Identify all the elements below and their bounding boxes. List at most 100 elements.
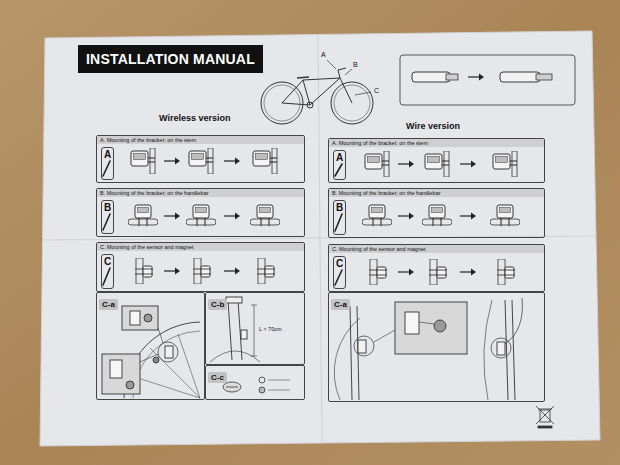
step-illustration-part xyxy=(369,259,387,285)
step-heading: A. Mounting of the bracket: on the stem xyxy=(97,136,304,144)
detail-tag: C-b xyxy=(208,299,227,310)
step-letter-box: C xyxy=(333,256,346,289)
step-letter-box: C xyxy=(101,254,114,289)
step-illustration-part xyxy=(164,158,180,165)
wired-sensor-drawing-part xyxy=(434,320,446,332)
wheel-sensor-drawing-part xyxy=(153,357,159,363)
step-illustration-part xyxy=(193,258,211,284)
step-letter-box: B xyxy=(333,200,346,235)
bicycle-drawing-part xyxy=(297,77,309,78)
step-illustration-part xyxy=(460,269,476,276)
wired-sensor-drawing-part xyxy=(505,300,508,400)
fork-length-drawing-part xyxy=(251,356,257,357)
wired-sensor-drawing-part xyxy=(358,340,366,353)
step-heading: B. Mounting of the bracket: on the handl… xyxy=(97,189,304,197)
fork-length-drawing-part xyxy=(254,305,255,356)
detail-panel: C-a xyxy=(328,292,545,402)
letter-tool-stick xyxy=(103,161,342,285)
detail-tag: C-a xyxy=(99,299,118,310)
bracket-detail-box-part xyxy=(536,74,552,80)
recycle-bin-symbol xyxy=(536,406,554,428)
part-letter: B xyxy=(352,61,359,68)
step-illustration-part xyxy=(398,269,414,276)
fork-length-drawing-part xyxy=(251,305,257,306)
bicycle-drawing-part xyxy=(340,78,352,103)
letter-tool-stick-part xyxy=(103,214,110,230)
part-letter: C xyxy=(373,87,380,94)
detail-panel: C-a xyxy=(96,292,205,400)
wheel-sensor-drawing-part xyxy=(138,378,200,398)
leader-line-part xyxy=(355,92,371,95)
step-letter: B xyxy=(334,201,345,214)
step-illustration-part xyxy=(365,151,389,177)
step-letter: B xyxy=(102,201,113,214)
step-panel: A. Mounting of the bracket: on the stemA xyxy=(96,135,305,183)
step-letter-box: B xyxy=(101,200,114,234)
step-panel: C. Mounting of the sensor and magnetC xyxy=(328,244,545,292)
step-illustration-part xyxy=(128,205,158,226)
wired-sensor-drawing-part xyxy=(512,300,515,400)
step-illustration-part xyxy=(460,161,476,168)
step-illustration-part xyxy=(164,213,180,220)
part-letter: A xyxy=(320,51,327,58)
section-heading: Wire version xyxy=(405,121,461,131)
dimension-label: L < 70cm xyxy=(258,326,283,332)
wheel-sensor-drawing-part xyxy=(150,348,200,398)
step-illustration-part xyxy=(398,161,414,168)
bicycle-drawing xyxy=(261,68,373,124)
battery-cap-drawing-part xyxy=(259,387,265,393)
step-illustration-part xyxy=(493,151,517,177)
bicycle-drawing-part xyxy=(338,68,346,78)
wheel-sensor-drawing-part xyxy=(158,328,163,343)
step-panel: B. Mounting of the bracket: on the handl… xyxy=(328,188,545,238)
step-illustration-part xyxy=(425,151,449,177)
wheel-sensor-drawing-part xyxy=(140,354,158,362)
wired-sensor-drawing-part xyxy=(505,298,522,344)
step-letter: A xyxy=(102,148,113,161)
letter-tool-stick-part xyxy=(335,164,342,176)
step-illustration xyxy=(128,148,520,285)
wheel-sensor-drawing-part xyxy=(102,354,140,394)
step-illustration-part xyxy=(257,258,275,284)
battery-cap-drawing-part xyxy=(226,387,238,388)
step-letter: C xyxy=(102,255,113,268)
recycle-bin-symbol-part xyxy=(536,406,554,424)
step-heading: B. Mounting of the bracket: on the handl… xyxy=(329,189,544,197)
letter-tool-stick-part xyxy=(335,214,342,231)
recycle-bin-symbol-part xyxy=(538,426,552,428)
wheel-sensor-drawing xyxy=(102,306,200,398)
section-heading: Wireless version xyxy=(158,113,231,123)
wired-sensor-drawing xyxy=(334,298,522,400)
bracket-detail-box-part xyxy=(446,74,458,80)
bicycle-drawing-part xyxy=(282,80,310,105)
step-illustration-part xyxy=(186,205,216,226)
step-heading: C. Mounting of the sensor and magnet xyxy=(97,243,304,251)
step-illustration-part xyxy=(224,213,240,220)
step-letter: A xyxy=(334,151,345,164)
step-illustration-part xyxy=(189,148,213,174)
step-illustration-part xyxy=(429,259,447,285)
leader-line-part xyxy=(345,69,352,75)
step-illustration-part xyxy=(250,205,280,226)
detail-tag: C-a xyxy=(331,299,350,310)
wheel-sensor-drawing-part xyxy=(133,331,200,398)
battery-cap-drawing-part xyxy=(223,382,241,392)
wired-sensor-drawing-part xyxy=(374,330,395,342)
manual-title: INSTALLATION MANUAL xyxy=(78,45,263,73)
step-letter-box: A xyxy=(101,147,114,180)
letter-tool-stick-part xyxy=(103,161,110,176)
wired-sensor-drawing-part xyxy=(484,300,492,400)
step-illustration-part xyxy=(253,148,277,174)
recycle-bin-symbol-part xyxy=(536,406,554,424)
detail-tag: C-c xyxy=(208,372,227,383)
wheel-sensor-drawing-part xyxy=(122,306,158,330)
wired-sensor-drawing-part xyxy=(497,342,505,355)
step-illustration-part xyxy=(164,268,180,275)
wheel-sensor-drawing-part xyxy=(144,314,152,322)
step-illustration-part xyxy=(490,205,520,226)
wired-sensor-drawing-part xyxy=(354,336,374,356)
battery-cap-drawing-part xyxy=(268,380,290,381)
wheel-sensor-drawing-part xyxy=(165,346,173,358)
bicycle-drawing-part xyxy=(303,78,340,105)
